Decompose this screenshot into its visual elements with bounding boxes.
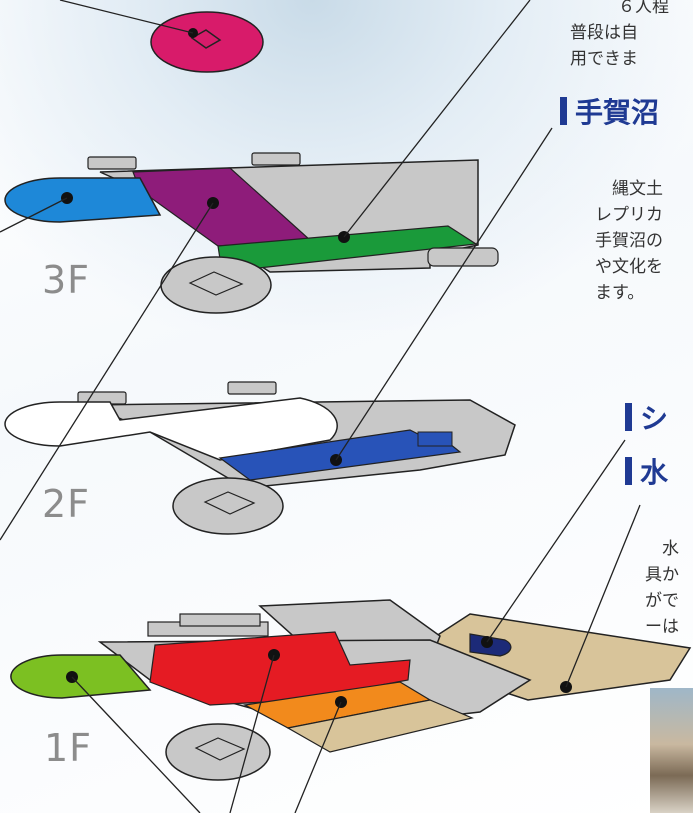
second-line-4: ーは: [645, 617, 679, 637]
second-line-2: 具か: [645, 565, 679, 585]
second-line-1: 水: [645, 539, 679, 559]
teganuma-line-1: 縄文土: [595, 179, 663, 199]
teganuma-line-5: ます。: [595, 283, 645, 303]
teganuma-paragraph: 縄文土 レプリカ 手賀沼の や文化を ます。: [595, 176, 693, 306]
heading-bar: [560, 97, 567, 125]
top-text-block: ６人程 普段は自 用できま: [570, 0, 693, 72]
second-line-3: がで: [645, 591, 679, 611]
top-text-line-2: 普段は自: [570, 23, 638, 43]
teganuma-line-2: レプリカ: [595, 205, 663, 225]
floor-1f: [10, 599, 692, 781]
leader-lines: [0, 0, 641, 813]
floor-label-2f: 2F: [42, 482, 91, 526]
second-paragraph: 水 具か がで ーは: [645, 536, 693, 640]
heading-second-line-2: 水: [625, 456, 693, 490]
floor-label-3f: 3F: [42, 258, 91, 302]
facility-photo: [650, 688, 693, 813]
heading-teganuma-text: 手賀沼: [575, 96, 660, 129]
top-room: [150, 11, 264, 73]
heading-teganuma: 手賀沼: [560, 96, 693, 130]
heading-second-line-1: シ: [625, 402, 693, 436]
teganuma-line-3: 手賀沼の: [595, 231, 663, 251]
heading-second-text-2: 水: [640, 456, 669, 489]
heading-second-text-1: シ: [640, 402, 669, 435]
top-text-line-3: 用できま: [570, 49, 638, 69]
floor-label-1f: 1F: [44, 726, 93, 770]
teganuma-line-4: や文化を: [595, 257, 663, 277]
heading-bar: [625, 403, 632, 431]
floor-3f: [4, 152, 499, 314]
top-text-line-1: ６人程: [618, 0, 669, 17]
heading-bar: [625, 457, 632, 485]
